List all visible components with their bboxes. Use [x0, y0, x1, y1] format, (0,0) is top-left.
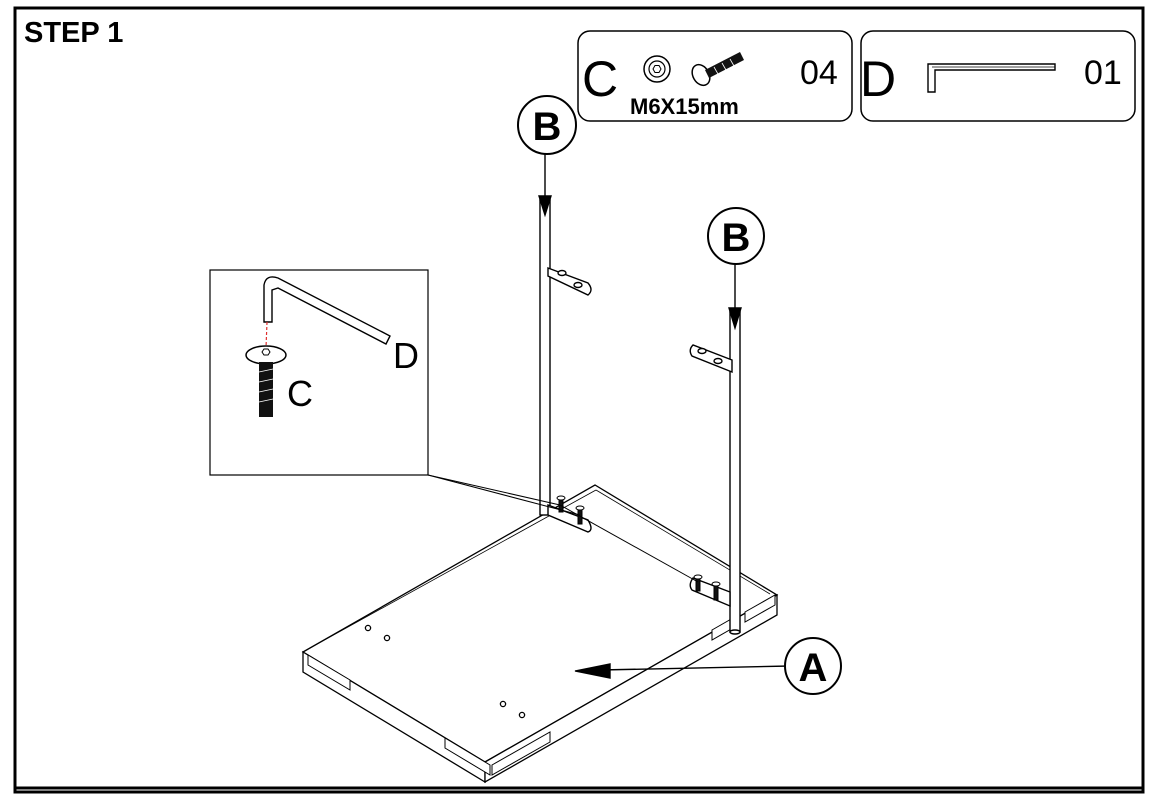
leg-right-bolts [693, 574, 721, 601]
part-d-letter: D [860, 51, 896, 107]
allen-key-icon [927, 63, 1056, 93]
washer-icon [643, 55, 671, 83]
bolt-icon [691, 52, 744, 87]
detail-bolt-label: C [287, 373, 313, 414]
callout-b-left: B [517, 95, 577, 155]
part-c-letter: C [582, 51, 618, 107]
tool-alignment-line [265, 321, 268, 349]
part-c-box: C M6X15mm 04 [577, 30, 853, 122]
part-d-quantity: 01 [1084, 54, 1122, 92]
part-d-box: D 01 [860, 30, 1136, 122]
svg-text:B: B [722, 216, 751, 260]
bolt-detail-icon [245, 345, 287, 417]
allen-key-detail-icon [263, 276, 391, 345]
svg-text:B: B [533, 105, 562, 149]
detail-inset: D C [209, 269, 429, 476]
insert-arrows [538, 148, 791, 679]
detail-leader-lines [427, 474, 699, 583]
callout-b-right: B [707, 207, 765, 265]
part-c-quantity: 04 [800, 54, 838, 92]
callout-a: A [784, 637, 842, 695]
step-title: STEP 1 [24, 17, 123, 49]
detail-wrench-label: D [393, 335, 419, 376]
part-c-size: M6X15mm [630, 94, 739, 119]
svg-text:A: A [799, 646, 828, 690]
table-top-panel [301, 484, 779, 784]
